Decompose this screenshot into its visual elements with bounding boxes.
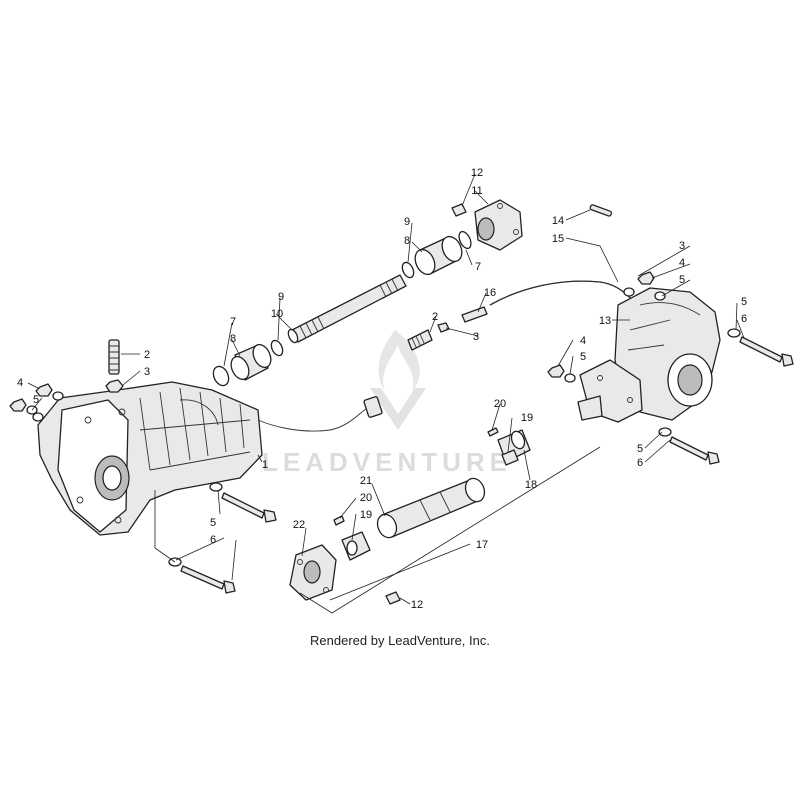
callout-6-right: 6 [741, 313, 747, 325]
callout-3-rear: 3 [679, 240, 685, 252]
watermark-text: LEADVENTURE [262, 447, 512, 477]
callout-8-front: 8 [230, 333, 236, 345]
callout-5-lower-right: 5 [637, 443, 643, 455]
seal-rear-small[interactable] [400, 261, 416, 280]
output-flange-front[interactable] [289, 544, 337, 601]
flange-bolt-front[interactable] [385, 591, 401, 605]
callout-5-rear: 5 [679, 274, 685, 286]
callout-4-left: 4 [17, 377, 23, 389]
callout-14: 14 [552, 215, 564, 227]
callout-6-lower-left: 6 [210, 534, 216, 546]
hose-inner [489, 280, 633, 306]
seal-ring-front[interactable] [210, 364, 231, 388]
callout-10: 10 [271, 308, 283, 320]
prop-shaft-tube[interactable] [374, 476, 488, 541]
callout-6-lower-right: 6 [637, 457, 643, 469]
callout-22: 22 [293, 519, 305, 531]
sensor-wire-harness [257, 405, 371, 432]
front-drive-shaft[interactable] [286, 274, 407, 344]
vent-fitting[interactable] [461, 306, 488, 323]
output-flange-top[interactable] [474, 199, 523, 251]
snap-ring-rear[interactable] [487, 427, 499, 437]
u-joint-rear[interactable] [501, 449, 519, 466]
seal-ring-rear[interactable] [457, 230, 474, 251]
callout-9-front: 9 [278, 291, 284, 303]
callout-8-rear: 8 [404, 235, 410, 247]
leadventure-watermark: LEADVENTURE [262, 330, 512, 477]
harness-connector [363, 396, 383, 418]
u-joint-front[interactable] [341, 531, 371, 561]
callout-labels: 1 2 3 4 5 7 8 9 10 9 8 7 12 11 14 15 3 4… [17, 167, 747, 611]
callout-3-left: 3 [144, 366, 150, 378]
render-credit: Rendered by LeadVenture, Inc. [310, 633, 490, 648]
callout-9-rear: 9 [404, 216, 410, 228]
callout-5-lower-left: 5 [210, 517, 216, 529]
flange-bolt-top[interactable] [451, 203, 467, 217]
callout-20-rear: 20 [494, 398, 506, 410]
callout-19-front: 19 [360, 509, 372, 521]
watermark-v-icon [370, 388, 426, 430]
callout-4-rear: 4 [679, 257, 685, 269]
nut-middle[interactable] [437, 322, 450, 333]
stud-middle[interactable] [407, 329, 433, 351]
callout-13: 13 [599, 315, 611, 327]
callout-5-mid: 5 [580, 351, 586, 363]
callout-19-rear: 19 [521, 412, 533, 424]
callout-15: 15 [552, 233, 564, 245]
snap-ring-front[interactable] [333, 515, 345, 526]
callout-17: 17 [476, 539, 488, 551]
coupler-rear[interactable] [411, 233, 465, 277]
left-bolts-washers[interactable] [9, 383, 64, 422]
callout-2-left: 2 [144, 349, 150, 361]
callout-3-mid: 3 [473, 331, 479, 343]
callout-11: 11 [471, 185, 482, 197]
retaining-pin[interactable] [589, 204, 613, 217]
callout-1: 1 [262, 459, 268, 471]
rear-hardware-set[interactable] [547, 271, 794, 465]
callout-2-mid: 2 [432, 311, 438, 323]
callout-4-mid: 4 [580, 335, 586, 347]
callout-16: 16 [484, 287, 496, 299]
rear-differential-housing[interactable] [577, 287, 721, 423]
seal-front-small[interactable] [269, 339, 285, 358]
stud-left[interactable] [108, 339, 120, 375]
coupler-front[interactable] [228, 342, 275, 383]
callout-18: 18 [525, 479, 537, 491]
front-mount-bolts[interactable] [168, 482, 277, 594]
callout-7-front: 7 [230, 316, 236, 328]
callout-5-right: 5 [741, 296, 747, 308]
watermark-flame-icon [378, 330, 420, 392]
leader-lines [27, 173, 745, 614]
nut-left[interactable] [105, 379, 124, 393]
callout-20-front: 20 [360, 492, 372, 504]
front-gear-case-housing[interactable] [37, 381, 263, 536]
callout-12-top: 12 [471, 167, 483, 179]
callout-5-left: 5 [33, 394, 39, 406]
callout-12-front: 12 [411, 599, 423, 611]
callout-7-rear: 7 [475, 261, 481, 273]
callout-21: 21 [360, 475, 372, 487]
